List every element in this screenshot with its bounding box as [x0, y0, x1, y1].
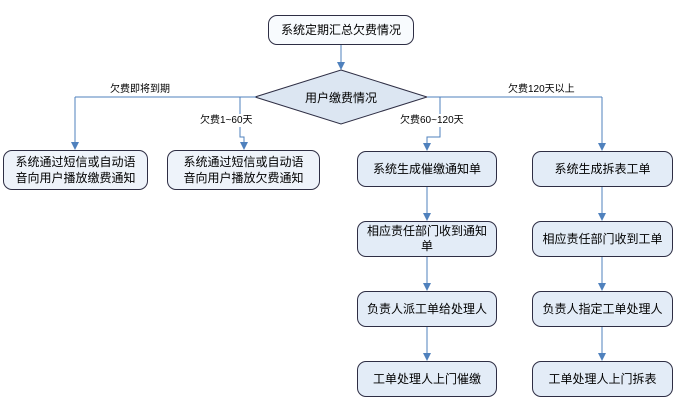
arrow-branch2 [240, 142, 248, 150]
arrow-branch1 [71, 142, 79, 150]
flow-step-node: 系统生成催缴通知单 [357, 151, 497, 187]
flow-step-node: 系统生成拆表工单 [532, 151, 673, 187]
arrow-step [598, 353, 606, 361]
flow-step-node: 负责人指定工单处理人 [532, 291, 673, 327]
arrow-step [598, 213, 606, 221]
flow-step-node: 工单处理人上门催缴 [357, 361, 497, 397]
arrow-step [598, 283, 606, 291]
start-node: 系统定期汇总欠费情况 [268, 15, 414, 45]
flow-step-node: 相应责任部门收到工单 [532, 221, 673, 257]
arrow-into-decision [337, 62, 345, 70]
flow-step-node: 工单处理人上门拆表 [532, 361, 673, 397]
arrow-step [423, 213, 431, 221]
connector-lines [74, 45, 603, 354]
arrow-step [423, 353, 431, 361]
flow-step-node: 相应责任部门收到通知单 [357, 221, 497, 257]
branch-condition-label: 欠费1~60天 [198, 114, 255, 127]
arrow-step [423, 283, 431, 291]
arrow-branch3 [423, 143, 431, 151]
decision-diamond-shape [253, 69, 429, 125]
branch-condition-label: 欠费即将到期 [108, 83, 172, 96]
flow-step-node: 系统通过短信或自动语音向用户播放欠费通知 [167, 150, 320, 190]
arrowheads [71, 62, 606, 361]
branch-condition-label: 欠费60~120天 [398, 114, 466, 127]
flow-step-node: 系统通过短信或自动语音向用户播放缴费通知 [3, 150, 148, 190]
arrow-branch4 [598, 143, 606, 151]
flow-step-node: 负责人派工单给处理人 [357, 291, 497, 327]
branch-condition-label: 欠费120天以上 [506, 83, 577, 96]
